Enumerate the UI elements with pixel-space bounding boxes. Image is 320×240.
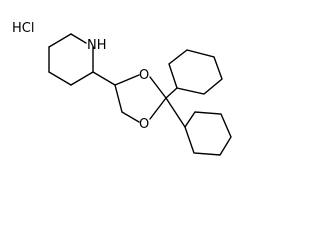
amine-nh-label: NH: [87, 38, 107, 53]
hcl-label: HCl: [12, 21, 34, 36]
bond-c2-c3: [70, 71, 94, 86]
bond-c5-c6: [48, 33, 72, 48]
piperidine-ring: [48, 33, 94, 86]
bond-c3-c4: [48, 71, 72, 86]
bond-ketal-cyclohexyl-top: [165, 87, 178, 99]
bond-o3-c2: [149, 76, 167, 99]
bond-c2-dioxolane: [92, 71, 116, 86]
bond-ketal-cyclohexyl-bottom: [165, 97, 186, 128]
cyclohexyl-ring-top: [168, 49, 223, 95]
oxygen-label-bottom: O: [139, 117, 149, 132]
bond-c4-o3: [114, 74, 140, 86]
bond-c6-n: [70, 33, 87, 44]
dioxolane-ring: [114, 74, 167, 123]
cyclohexyl-ring-bottom: [184, 111, 232, 156]
bond-o1-c5: [121, 111, 140, 123]
oxygen-label-top: O: [139, 68, 149, 83]
bond-c2-o1: [149, 97, 167, 120]
chemical-structure-diagram: HCl NH O O: [12, 21, 232, 156]
bond-c5-c4: [114, 84, 123, 113]
